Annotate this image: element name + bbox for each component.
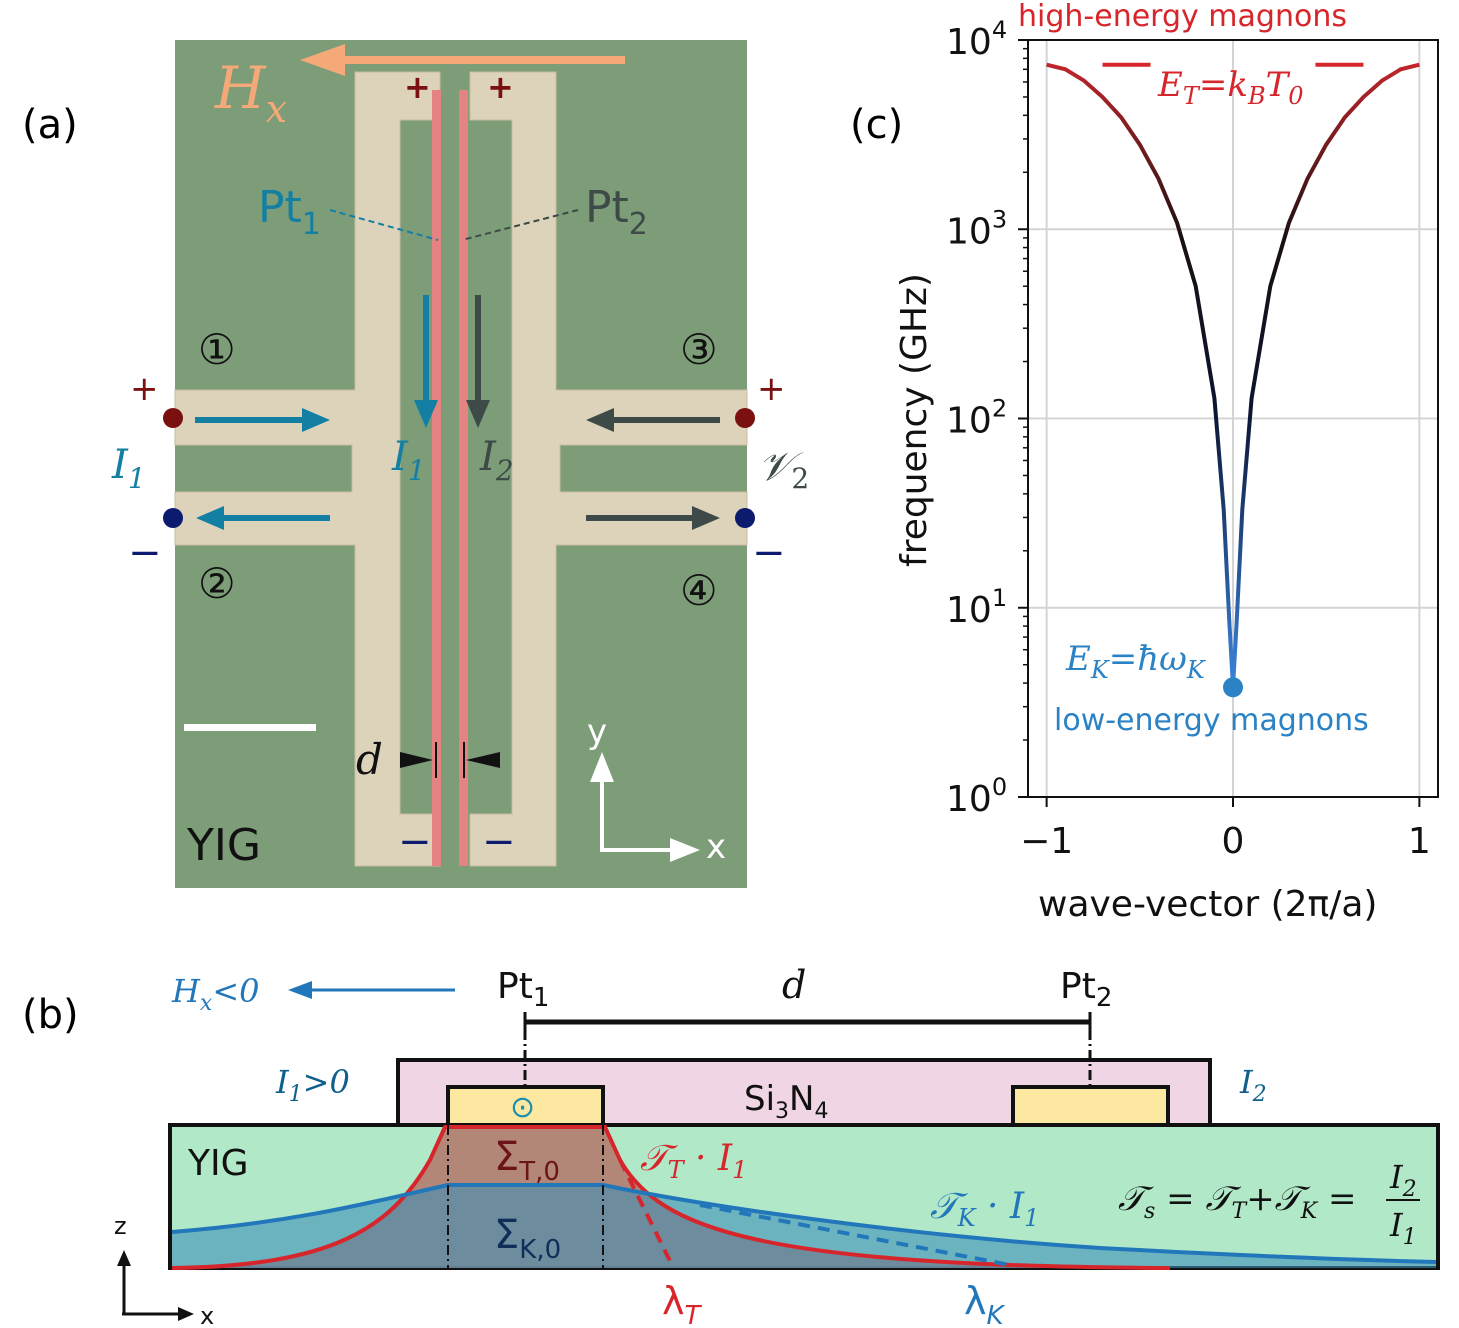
terminal-2-dot	[163, 508, 183, 528]
kinetic-decay-length: λK	[964, 1279, 1006, 1328]
y-ticks: 100 101 102 103 104	[946, 16, 1028, 820]
low-energy-annotation: low-energy magnons	[1054, 703, 1369, 738]
gap-arrow-left	[400, 752, 433, 768]
panel-a-label: (a)	[22, 102, 78, 148]
terminal-4-label: ④	[680, 566, 718, 615]
terminal-4-minus: −	[752, 530, 786, 576]
kinetic-profile-line	[171, 1183, 1437, 1264]
pt2-plus-top: +	[487, 68, 514, 106]
gap-label: d	[356, 735, 383, 784]
pt1-current-label: I1	[391, 434, 426, 487]
terminal-1-plus: +	[130, 369, 159, 409]
panel-a: (a) Hx + + Pt1 Pt2 ① ② ③ ④ + − + −	[22, 40, 809, 888]
panel-c-label: (c)	[850, 102, 903, 148]
y-tick-label: 104	[946, 16, 1007, 63]
sigma-kinetic-label: ΣK,0	[494, 1212, 561, 1265]
drive-current-label: I1	[111, 442, 146, 495]
pt1-current-arrow-head	[414, 400, 438, 428]
y-tick-label: 102	[946, 395, 1007, 442]
panel-b-label: (b)	[22, 992, 79, 1038]
panel-b: (b) Hx<0 Pt1 Pt2 d Si3N4 ⊙ I1>0 I2 YIG Σ	[22, 963, 1440, 1328]
pt2-current-label: I2	[479, 434, 514, 487]
y-tick-label: 103	[946, 205, 1007, 252]
thermal-decay-length: λT	[662, 1279, 703, 1328]
x-axis-arrow-head	[670, 838, 700, 862]
x-axis-arrow-head-b	[178, 1307, 194, 1321]
scale-bar	[184, 724, 316, 731]
thermal-term-label: 𝒯T · I1	[640, 1138, 747, 1184]
terminal-3-dot	[735, 408, 755, 428]
current-out-arrow-head	[196, 506, 224, 530]
injected-current-label: I1>0	[275, 1063, 350, 1107]
terminal-3-label: ③	[680, 325, 718, 374]
si3n4-label: Si3N4	[744, 1079, 828, 1124]
field-direction-arrow-head	[288, 981, 312, 999]
pt2-label-b: Pt2	[1060, 966, 1112, 1013]
gap-arrow-right	[466, 752, 500, 768]
pt1-label-b: Pt1	[497, 966, 549, 1013]
kinetic-energy-label: EK=ħωK	[1065, 639, 1207, 684]
y-tick-label: 101	[946, 584, 1007, 631]
x-tick-label: 1	[1408, 821, 1431, 862]
y-axis-title: frequency (GHz)	[894, 273, 935, 567]
high-energy-annotation: high-energy magnons	[1018, 0, 1347, 34]
low-energy-point	[1223, 677, 1243, 698]
terminal-1-label: ①	[198, 325, 236, 374]
pt1-minus-bottom: −	[398, 819, 432, 865]
pt2-current-arrow-head	[466, 400, 490, 428]
current-in-arrow-head	[302, 408, 330, 432]
x-tick-label: 0	[1222, 821, 1245, 862]
x-axis-label: x	[706, 827, 726, 867]
equation-denominator: I1	[1389, 1206, 1417, 1250]
pt2-label: Pt2	[585, 182, 648, 242]
x-axis-label-b: x	[200, 1302, 214, 1328]
distance-label: d	[782, 963, 806, 1007]
x-axis-title: wave-vector (2π/a)	[1038, 884, 1377, 925]
y-axis-arrow-head	[590, 752, 614, 782]
detected-current-label: I2	[1239, 1063, 1267, 1107]
signal-out-arrow-head	[692, 506, 720, 530]
kinetic-term-label: 𝒯K · I1	[930, 1186, 1039, 1232]
z-axis-arrow-head	[117, 1250, 131, 1266]
equation-numerator: I2	[1389, 1158, 1417, 1202]
sigma-thermal-label: ΣT,0	[494, 1134, 560, 1187]
pt1-strip	[432, 90, 441, 866]
terminal-1-dot	[163, 408, 183, 428]
y-tick-label: 100	[946, 773, 1007, 820]
yig-label-b: YIG	[187, 1143, 249, 1184]
voltage-label: 𝒱2	[758, 444, 809, 495]
panel-c: (c) high-energy magnons 100101102103104 …	[850, 0, 1439, 925]
terminal-2-minus: −	[128, 530, 162, 576]
pt1-plus-top: +	[404, 68, 431, 106]
pt2-minus-bottom: −	[482, 819, 516, 865]
y-axis-label: y	[587, 712, 607, 752]
pt2-strip	[459, 90, 468, 866]
transfer-equation: 𝒯s = 𝒯T+𝒯K = I2 I1	[1118, 1158, 1420, 1250]
terminal-4-dot	[735, 508, 755, 528]
terminal-2-label: ②	[198, 559, 236, 608]
field-label: Hx	[214, 54, 287, 131]
thermal-energy-label: ET=kBT0	[1157, 65, 1304, 110]
x-ticks: −1 0 1	[1020, 797, 1431, 862]
x-tick-label: −1	[1020, 821, 1073, 862]
pt1-leader-line	[329, 209, 439, 241]
pt1-label: Pt1	[258, 182, 321, 242]
field-direction-label: Hx<0	[171, 972, 260, 1016]
terminal-3-plus: +	[757, 369, 786, 409]
field-arrow-head	[300, 44, 345, 76]
kinetic-decay-tangent	[699, 1203, 1011, 1267]
equation-lhs: 𝒯s = 𝒯T+𝒯K =	[1118, 1179, 1356, 1224]
chart-markers	[1223, 677, 1243, 698]
out-of-plane-current-symbol: ⊙	[510, 1090, 535, 1125]
signal-in-arrow-head	[586, 408, 614, 432]
z-axis-label: z	[114, 1212, 127, 1240]
pt2-electrode	[1011, 1085, 1170, 1127]
yig-label-a: YIG	[186, 820, 261, 871]
